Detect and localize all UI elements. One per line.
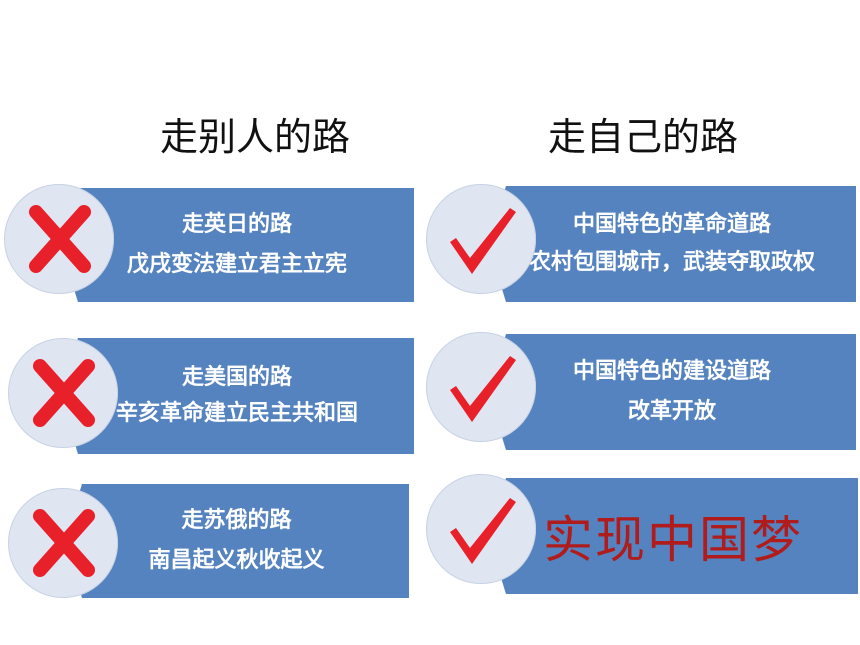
left-banner-2-title: 走美国的路 <box>181 365 292 390</box>
check-icon <box>450 208 516 274</box>
left-banner-3: 走苏俄的路 南昌起义秋收起义 <box>64 484 409 598</box>
left-banner-3-detail: 南昌起义秋收起义 <box>148 548 325 573</box>
right-circle-3 <box>426 474 536 584</box>
right-circle-1 <box>426 184 536 294</box>
right-banner-2-title: 中国特色的建设道路 <box>572 359 771 384</box>
left-circle-2 <box>8 338 118 448</box>
check-icon <box>450 498 516 564</box>
left-banner-3-title: 走苏俄的路 <box>181 508 292 533</box>
left-banner-1-detail: 戊戌变法建立君主立宪 <box>126 252 347 277</box>
left-banner-1: 走英日的路 戊戌变法建立君主立宪 <box>60 188 414 302</box>
right-banner-2: 中国特色的建设道路 改革开放 <box>488 334 856 450</box>
right-circle-2 <box>426 332 536 442</box>
left-banner-2-detail: 辛亥革命建立民主共和国 <box>115 401 358 426</box>
cross-icon <box>33 509 95 577</box>
right-banner-2-detail: 改革开放 <box>627 399 716 424</box>
dream-text: 实现中国梦 <box>543 511 803 569</box>
right-heading: 走自己的路 <box>548 115 739 159</box>
cross-icon <box>29 205 91 273</box>
left-circle-3 <box>8 488 118 598</box>
right-banner-1: 中国特色的革命道路 农村包围城市，武装夺取政权 <box>488 186 856 302</box>
check-icon <box>450 356 516 422</box>
right-banner-1-title: 中国特色的革命道路 <box>572 212 771 237</box>
left-banner-2: 走美国的路 辛亥革命建立民主共和国 <box>60 338 414 454</box>
left-banner-1-title: 走英日的路 <box>181 212 292 237</box>
left-circle-1 <box>4 184 114 294</box>
right-banner-1-detail: 农村包围城市，武装夺取政权 <box>528 250 815 275</box>
cross-icon <box>33 359 95 427</box>
left-heading: 走别人的路 <box>160 115 351 159</box>
right-banner-3: 实现中国梦 <box>488 478 858 594</box>
